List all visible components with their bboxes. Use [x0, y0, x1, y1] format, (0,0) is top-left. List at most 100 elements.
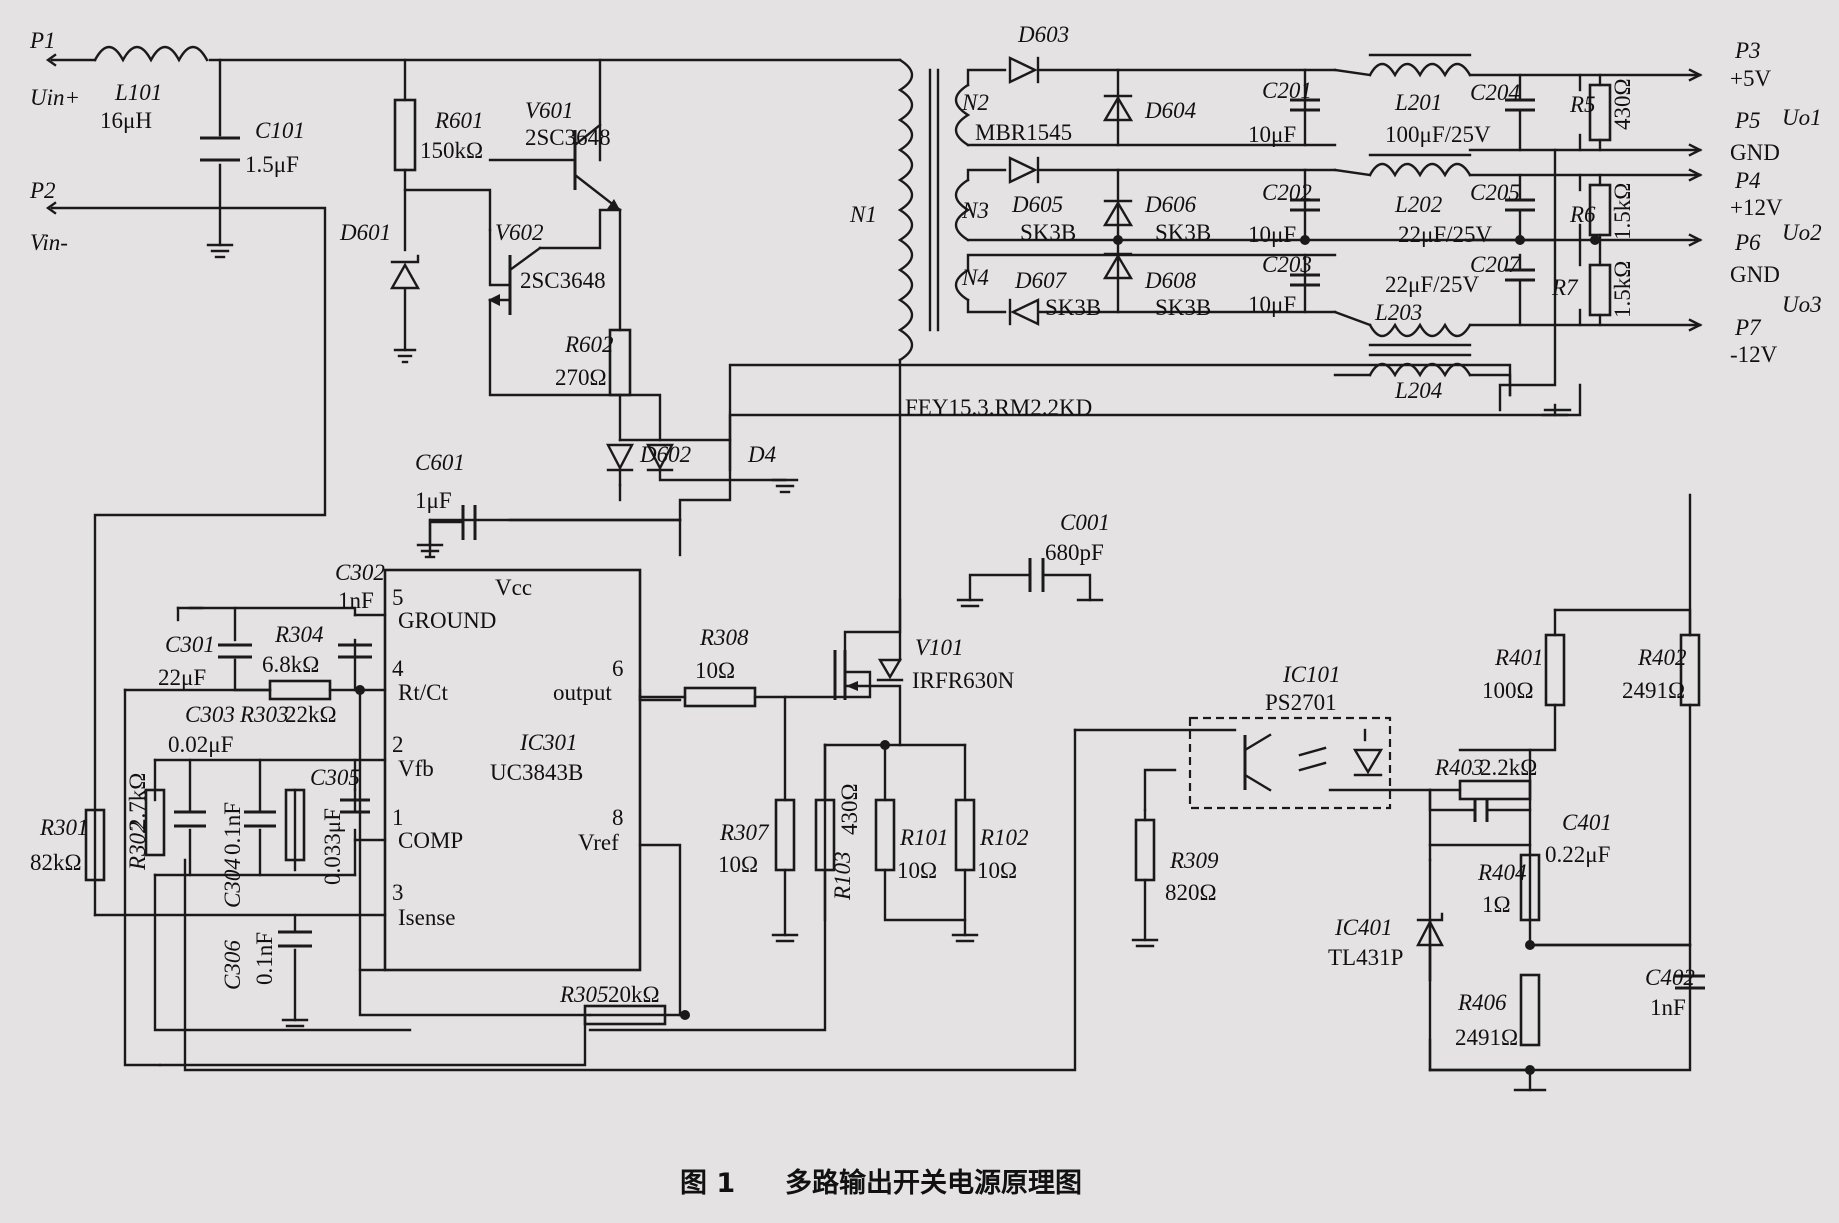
ic401-value: TL431P: [1328, 945, 1403, 970]
r602-ref: R602: [564, 332, 614, 357]
pin-ground-label: GROUND: [398, 608, 496, 633]
d605-ref: D605: [1011, 192, 1063, 217]
port-p6-value: GND: [1730, 262, 1780, 287]
r308-ref: R308: [699, 625, 749, 650]
c306-ref: C306: [220, 940, 245, 990]
c302-ref: C302: [335, 560, 385, 585]
v101-mosfet: [833, 650, 904, 700]
c401-ref: C401: [1562, 810, 1612, 835]
port-p6: P6: [1734, 230, 1761, 255]
v602-transistor: [488, 208, 622, 315]
c305-capacitor: [284, 788, 370, 862]
d608-value: SK3B: [1155, 295, 1211, 320]
component-labels: L101 16μH C101 1.5μF R601 150kΩ V601 2SC…: [30, 22, 1695, 1050]
r403-resistor: [1458, 779, 1532, 801]
r301-ref: R301: [39, 815, 89, 840]
d603-ref: D603: [1017, 22, 1069, 47]
r305-ref: R305: [559, 982, 609, 1007]
r402-value: 2491Ω: [1622, 678, 1685, 703]
r102-resistor: [954, 798, 976, 872]
d608-ref: D608: [1144, 268, 1197, 293]
r304-value: 6.8kΩ: [262, 652, 319, 677]
d607-diode: [1008, 298, 1040, 326]
pin5-number: 5: [392, 585, 404, 610]
ic301-value: UC3843B: [490, 760, 583, 785]
ic101-value: PS2701: [1265, 690, 1337, 715]
r103-resistor: [814, 798, 836, 872]
d607-ref: D607: [1014, 268, 1068, 293]
r102-value: 10Ω: [977, 858, 1017, 883]
l204-ref: L204: [1394, 378, 1442, 403]
port-vin-minus: Vin-: [30, 230, 68, 255]
v601-value: 2SC3648: [525, 125, 611, 150]
c302-capacitor: [338, 643, 372, 659]
ic301-ref: IC301: [519, 730, 578, 755]
l202-value: 22μF/25V: [1398, 222, 1493, 247]
c202-ref: C202: [1262, 180, 1312, 205]
d601-ref: D601: [339, 220, 391, 245]
r401-ref: R401: [1494, 645, 1544, 670]
c203-value: 10μF: [1248, 292, 1296, 317]
l203-ref: L203: [1374, 300, 1422, 325]
r5-value: 430Ω: [1610, 78, 1635, 130]
c401-value: 0.22μF: [1545, 842, 1610, 867]
ic301-box: [383, 568, 642, 972]
r403-ref: R403: [1434, 755, 1484, 780]
c301-ref: C301: [165, 632, 215, 657]
d604-diode: [1102, 94, 1134, 122]
d4-diode: [646, 443, 799, 494]
r602-resistor: [608, 328, 632, 397]
r308-value: 10Ω: [695, 658, 735, 683]
c001-capacitor: [956, 558, 1104, 608]
port-uin-plus: Uin+: [30, 85, 80, 110]
d605-diode: [1008, 156, 1040, 184]
l201-ref: L201: [1394, 90, 1442, 115]
c101-ref: C101: [255, 118, 305, 143]
r304-ref: R304: [274, 622, 324, 647]
c402-ref: C402: [1645, 965, 1695, 990]
l101-ref: L101: [114, 80, 162, 105]
d4-ref: D4: [747, 442, 776, 467]
ic301-pin-labels: Vcc 5 GROUND 4 Rt/Ct 2 Vfb 1 COMP 3 Isen…: [392, 575, 624, 930]
r102-ref: R102: [979, 825, 1029, 850]
c304-ref: C304: [220, 858, 245, 908]
c203-ref: C203: [1262, 252, 1312, 277]
caption-number: 图 1: [680, 1168, 735, 1199]
c201-value: 10μF: [1248, 122, 1296, 147]
caption-title: 多路输出开关电源原理图: [785, 1167, 1082, 1199]
port-uo2: Uo2: [1782, 220, 1822, 245]
r601-resistor: [393, 98, 417, 172]
r7-value: 1.5kΩ: [1610, 261, 1635, 318]
c101-capacitor: [200, 136, 240, 162]
n4-ref: N4: [961, 265, 989, 290]
d602-ref: D602: [639, 442, 691, 467]
c303-value: 0.02μF: [168, 732, 233, 757]
l101-value: 16μH: [100, 108, 152, 133]
port-p7: P7: [1734, 315, 1762, 340]
r404-value: 1Ω: [1482, 892, 1511, 917]
n3-ref: N3: [961, 198, 989, 223]
c306-capacitor: [278, 930, 312, 948]
c601-value: 1μF: [415, 488, 452, 513]
r309-ref: R309: [1169, 848, 1219, 873]
d601-zener: [389, 254, 421, 290]
r302-resistor: [144, 788, 166, 857]
r303-value: 22kΩ: [285, 702, 337, 727]
v601-transistor: [488, 123, 622, 212]
pin8-number: 8: [612, 805, 624, 830]
ic101-ref: IC101: [1282, 662, 1341, 687]
ic401-ref: IC401: [1334, 915, 1393, 940]
figure-caption: 图 1 多路输出开关电源原理图: [680, 1167, 1082, 1199]
r401-value: 100Ω: [1482, 678, 1534, 703]
c601-capacitor: [416, 505, 682, 559]
l101-inductor: [93, 45, 209, 63]
r401-resistor: [1544, 633, 1566, 707]
controller-wiring: [93, 606, 682, 1067]
port-labels: P1 Uin+ P2 Vin- P3 +5V P5 GND Uo1 P4 +12…: [29, 28, 1822, 367]
d608-diode: [1102, 252, 1134, 280]
r101-value: 10Ω: [897, 858, 937, 883]
v601-ref: V601: [525, 98, 574, 123]
v101-ref: V101: [915, 635, 964, 660]
pin3-number: 3: [392, 880, 404, 905]
